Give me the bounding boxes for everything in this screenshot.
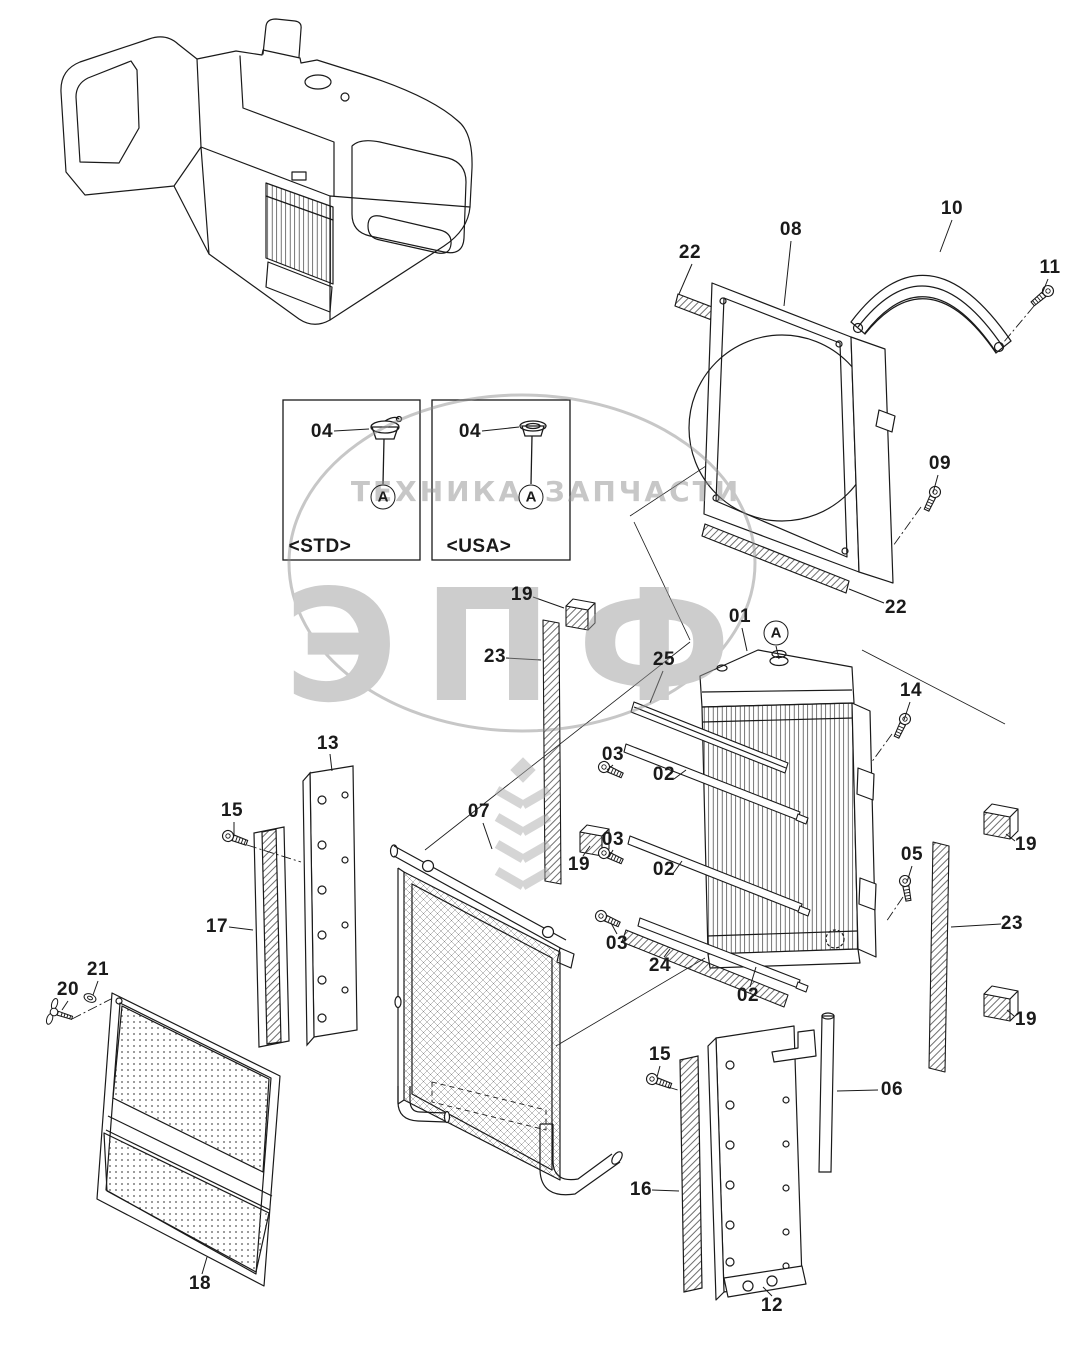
bolt-09 bbox=[921, 484, 943, 514]
watermark-emblem bbox=[494, 757, 552, 890]
callout-11: 11 bbox=[1039, 257, 1061, 278]
callout-19-bot-right: 19 bbox=[1014, 1009, 1038, 1030]
caption-usa: <USA> bbox=[446, 536, 512, 557]
excavator-illustration bbox=[60, 18, 473, 325]
bolt-03-c bbox=[593, 908, 623, 930]
bolt-15-b bbox=[644, 1071, 674, 1092]
leader-lines bbox=[61, 219, 1049, 1297]
fan-shroud-assembly bbox=[674, 282, 896, 594]
seal-strip-22-bottom bbox=[701, 523, 850, 594]
seal-strip-23-right bbox=[928, 841, 950, 1073]
strip-17 bbox=[253, 826, 290, 1048]
callout-07: 07 bbox=[467, 801, 491, 822]
fan-guard bbox=[850, 274, 1012, 354]
callout-22-bottom: 22 bbox=[884, 597, 908, 618]
callout-24: 24 bbox=[648, 955, 672, 976]
callout-25: 25 bbox=[652, 649, 676, 670]
bolt-15-a bbox=[220, 828, 250, 849]
detail-marker-a-radiator: A bbox=[763, 620, 789, 646]
callout-17: 17 bbox=[205, 916, 229, 937]
callout-21: 21 bbox=[86, 959, 110, 980]
washer-21 bbox=[83, 993, 97, 1003]
oil-cooler bbox=[389, 844, 623, 1196]
callout-03-a: 03 bbox=[601, 744, 625, 765]
callout-09: 09 bbox=[928, 453, 952, 474]
callout-13: 13 bbox=[316, 733, 340, 754]
watermark-ellipse bbox=[287, 393, 757, 733]
inset-box-usa bbox=[431, 399, 571, 561]
caption-std: <STD> bbox=[288, 536, 352, 557]
callout-02-c: 02 bbox=[736, 985, 760, 1006]
callout-04-std: 04 bbox=[310, 421, 334, 442]
watermark-logo-text: ЭПФ bbox=[284, 556, 756, 737]
callout-06: 06 bbox=[880, 1079, 904, 1100]
block-19-top-right bbox=[983, 803, 1019, 840]
callout-02-a: 02 bbox=[652, 764, 676, 785]
bolt-14 bbox=[891, 711, 913, 741]
callout-12: 12 bbox=[760, 1295, 784, 1316]
callout-16: 16 bbox=[629, 1179, 653, 1200]
callout-15-b: 15 bbox=[648, 1044, 672, 1065]
detail-marker-a-usa: A bbox=[518, 484, 544, 510]
callout-18: 18 bbox=[188, 1273, 212, 1294]
callout-05: 05 bbox=[900, 844, 924, 865]
callout-03-c: 03 bbox=[605, 933, 629, 954]
strip-16 bbox=[679, 1055, 703, 1293]
bracket-13 bbox=[302, 765, 358, 1047]
inset-box-std bbox=[282, 399, 421, 561]
callout-10: 10 bbox=[940, 198, 964, 219]
callout-19-top-right: 19 bbox=[1014, 834, 1038, 855]
inset-detail-boxes bbox=[282, 399, 571, 561]
fasteners bbox=[45, 282, 1057, 1092]
detail-marker-a-std: A bbox=[370, 484, 396, 510]
callout-01: 01 bbox=[728, 606, 752, 627]
screw-05 bbox=[898, 874, 915, 903]
callout-14: 14 bbox=[899, 680, 923, 701]
watermark-right-text: ЗАПЧАСТИ bbox=[545, 475, 741, 508]
callout-03-b: 03 bbox=[601, 829, 625, 850]
callout-22-top: 22 bbox=[678, 242, 702, 263]
block-19-top-left bbox=[565, 598, 596, 631]
callout-19-top-left: 19 bbox=[510, 584, 534, 605]
callout-15-a: 15 bbox=[220, 800, 244, 821]
wing-bolt-20 bbox=[45, 997, 74, 1025]
alignment-lines bbox=[71, 305, 1035, 1092]
bolt-11 bbox=[1028, 282, 1057, 309]
rod-06 bbox=[818, 1012, 835, 1173]
block-19-mid-left bbox=[579, 824, 610, 857]
block-19-bottom-right bbox=[983, 985, 1019, 1022]
callout-23-right: 23 bbox=[1000, 913, 1024, 934]
strip-24 bbox=[621, 929, 789, 1008]
callout-04-usa: 04 bbox=[458, 421, 482, 442]
net-screen bbox=[96, 992, 281, 1287]
bracket-12 bbox=[707, 1025, 817, 1301]
callout-19-mid-left: 19 bbox=[567, 854, 591, 875]
watermark: ТЕХНИКА ЗАПЧАСТИ ЭПФ bbox=[284, 393, 757, 890]
callout-08: 08 bbox=[779, 219, 803, 240]
callout-23-left: 23 bbox=[483, 646, 507, 667]
callout-02-b: 02 bbox=[652, 859, 676, 880]
callout-20: 20 bbox=[56, 979, 80, 1000]
